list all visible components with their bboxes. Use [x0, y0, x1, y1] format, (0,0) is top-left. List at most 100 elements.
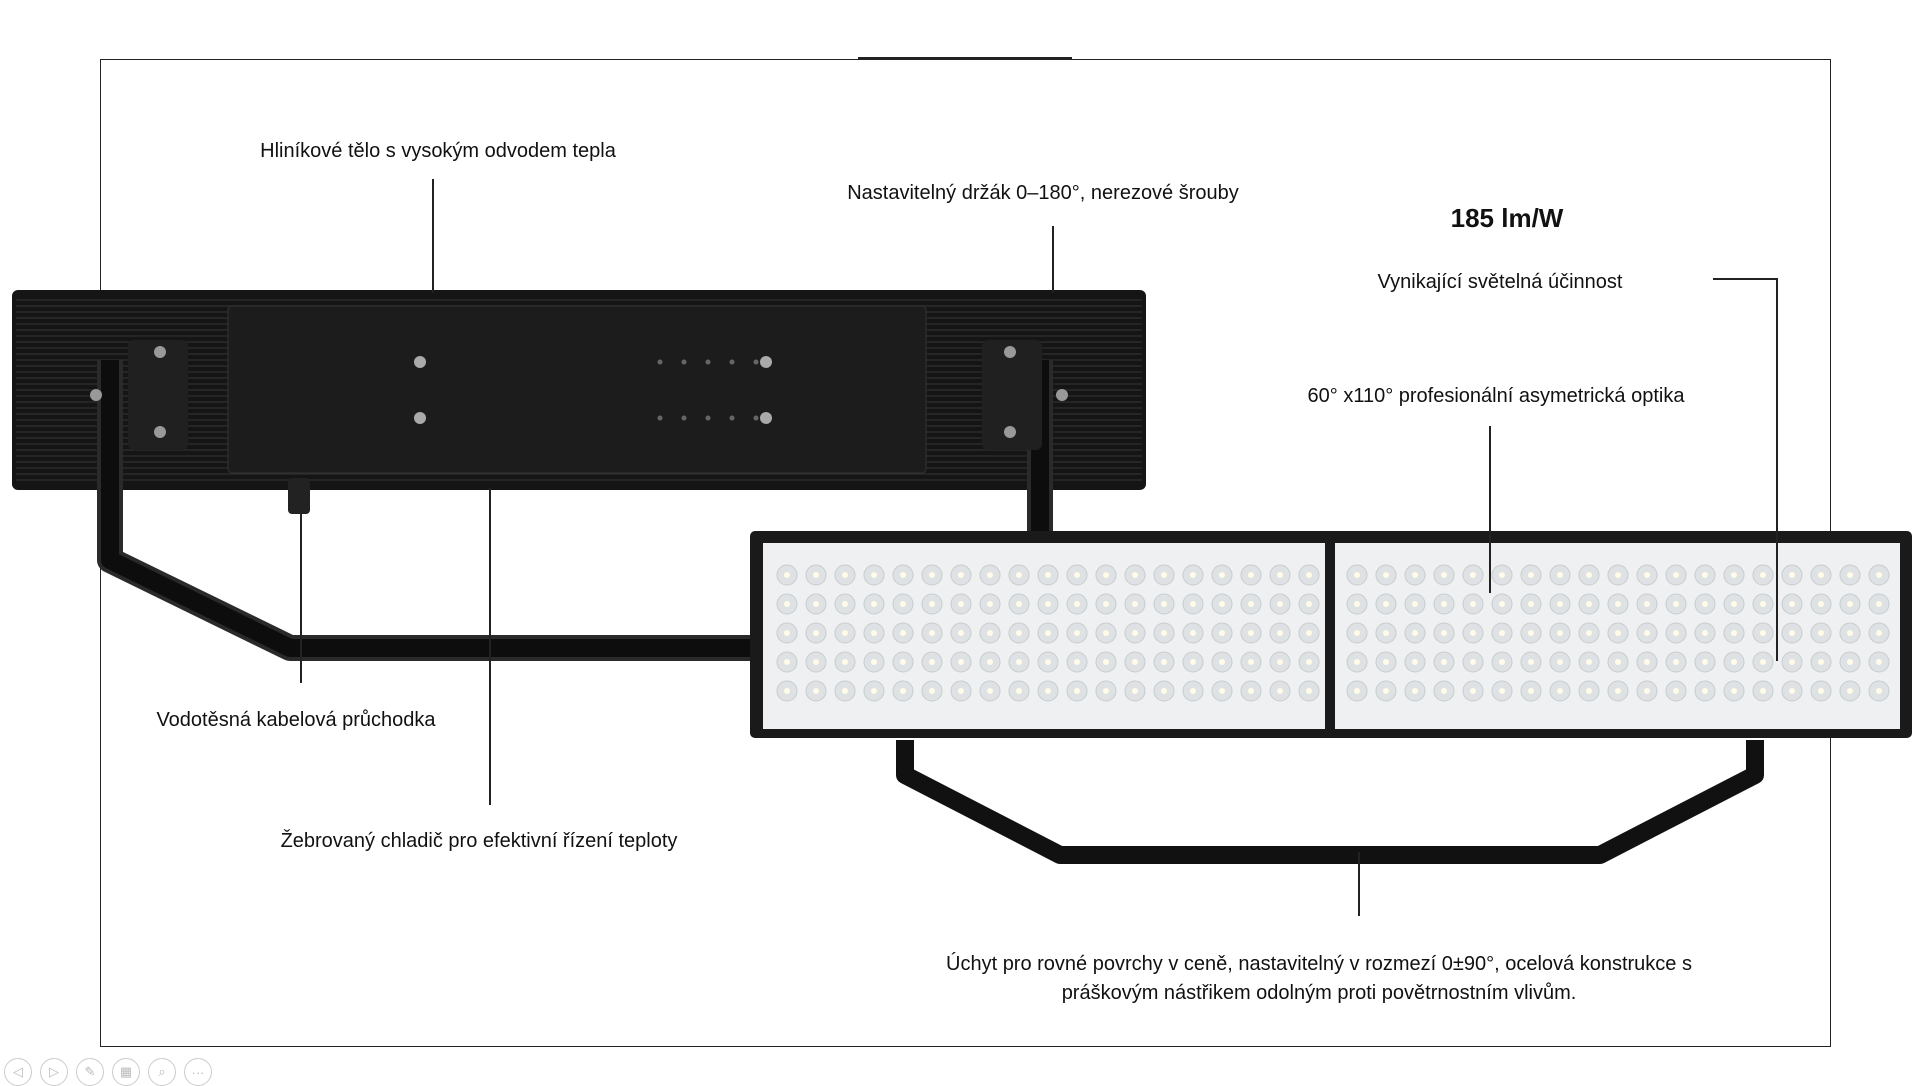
led — [1557, 572, 1563, 578]
vent-dot — [729, 359, 735, 365]
led — [1383, 659, 1389, 665]
led — [1412, 572, 1418, 578]
led — [1731, 659, 1737, 665]
led — [1016, 601, 1022, 607]
led — [1615, 601, 1621, 607]
led — [1045, 688, 1051, 694]
led — [1673, 659, 1679, 665]
zoom-icon[interactable]: ⌕ — [148, 1058, 176, 1086]
led — [1847, 659, 1853, 665]
more-icon[interactable]: ··· — [184, 1058, 212, 1086]
led — [987, 659, 993, 665]
led — [813, 601, 819, 607]
led — [1789, 601, 1795, 607]
label-gland: Vodotěsná kabelová průchodka — [156, 709, 436, 731]
led — [842, 659, 848, 665]
led — [1219, 659, 1225, 665]
vent-dot — [729, 415, 735, 421]
led — [784, 572, 790, 578]
led — [987, 630, 993, 636]
led — [1219, 572, 1225, 578]
led — [987, 601, 993, 607]
led — [1354, 688, 1360, 694]
led — [1190, 601, 1196, 607]
vent-dot — [753, 415, 759, 421]
screw-icon — [1004, 346, 1016, 358]
led — [1277, 572, 1283, 578]
led — [871, 688, 877, 694]
led — [1383, 688, 1389, 694]
led — [1248, 630, 1254, 636]
led — [1557, 688, 1563, 694]
leader-line — [432, 179, 434, 293]
led — [1644, 659, 1650, 665]
led — [1528, 630, 1534, 636]
led — [842, 601, 848, 607]
led — [1074, 688, 1080, 694]
led — [1644, 688, 1650, 694]
led — [1789, 688, 1795, 694]
led — [1499, 688, 1505, 694]
led — [929, 659, 935, 665]
led — [1528, 601, 1534, 607]
led — [900, 630, 906, 636]
led — [1470, 688, 1476, 694]
led — [1441, 601, 1447, 607]
led — [1586, 688, 1592, 694]
pen-icon[interactable]: ✎ — [76, 1058, 104, 1086]
led — [1876, 630, 1882, 636]
led — [1132, 572, 1138, 578]
led — [871, 659, 877, 665]
led — [1702, 659, 1708, 665]
led — [1074, 601, 1080, 607]
led — [1702, 572, 1708, 578]
led — [1586, 572, 1592, 578]
led — [1016, 630, 1022, 636]
screw-icon — [1056, 389, 1068, 401]
label-mount-line1: Úchyt pro rovné povrchy v ceně, nastavit… — [946, 953, 1692, 975]
led — [1760, 601, 1766, 607]
vent-dot — [657, 415, 663, 421]
led — [1586, 601, 1592, 607]
led — [1132, 688, 1138, 694]
luminaire-back — [12, 290, 1146, 661]
led — [1557, 630, 1563, 636]
led — [813, 572, 819, 578]
led — [1190, 659, 1196, 665]
led — [784, 688, 790, 694]
leader-line — [300, 494, 302, 683]
led — [1615, 572, 1621, 578]
led — [958, 630, 964, 636]
led — [900, 688, 906, 694]
led — [1383, 572, 1389, 578]
led — [1557, 659, 1563, 665]
led — [1161, 688, 1167, 694]
led — [1673, 688, 1679, 694]
screw-icon — [760, 412, 772, 424]
slides-icon[interactable]: ▦ — [112, 1058, 140, 1086]
vent-dot — [681, 359, 687, 365]
led — [1045, 601, 1051, 607]
led — [1876, 572, 1882, 578]
led — [900, 601, 906, 607]
prev-icon[interactable]: ◁ — [4, 1058, 32, 1086]
vent-dot — [705, 415, 711, 421]
led — [1190, 572, 1196, 578]
led — [1847, 688, 1853, 694]
led — [1277, 688, 1283, 694]
leader-line — [1489, 426, 1491, 593]
led — [1876, 601, 1882, 607]
led — [813, 630, 819, 636]
led — [900, 572, 906, 578]
divider — [858, 57, 1072, 59]
led — [1441, 688, 1447, 694]
screw-icon — [154, 346, 166, 358]
next-icon[interactable]: ▷ — [40, 1058, 68, 1086]
led — [871, 572, 877, 578]
led — [1789, 572, 1795, 578]
led — [1306, 572, 1312, 578]
led — [929, 688, 935, 694]
led — [1528, 659, 1534, 665]
efficacy-value: 185 lm/W — [1450, 203, 1564, 233]
led — [1412, 659, 1418, 665]
